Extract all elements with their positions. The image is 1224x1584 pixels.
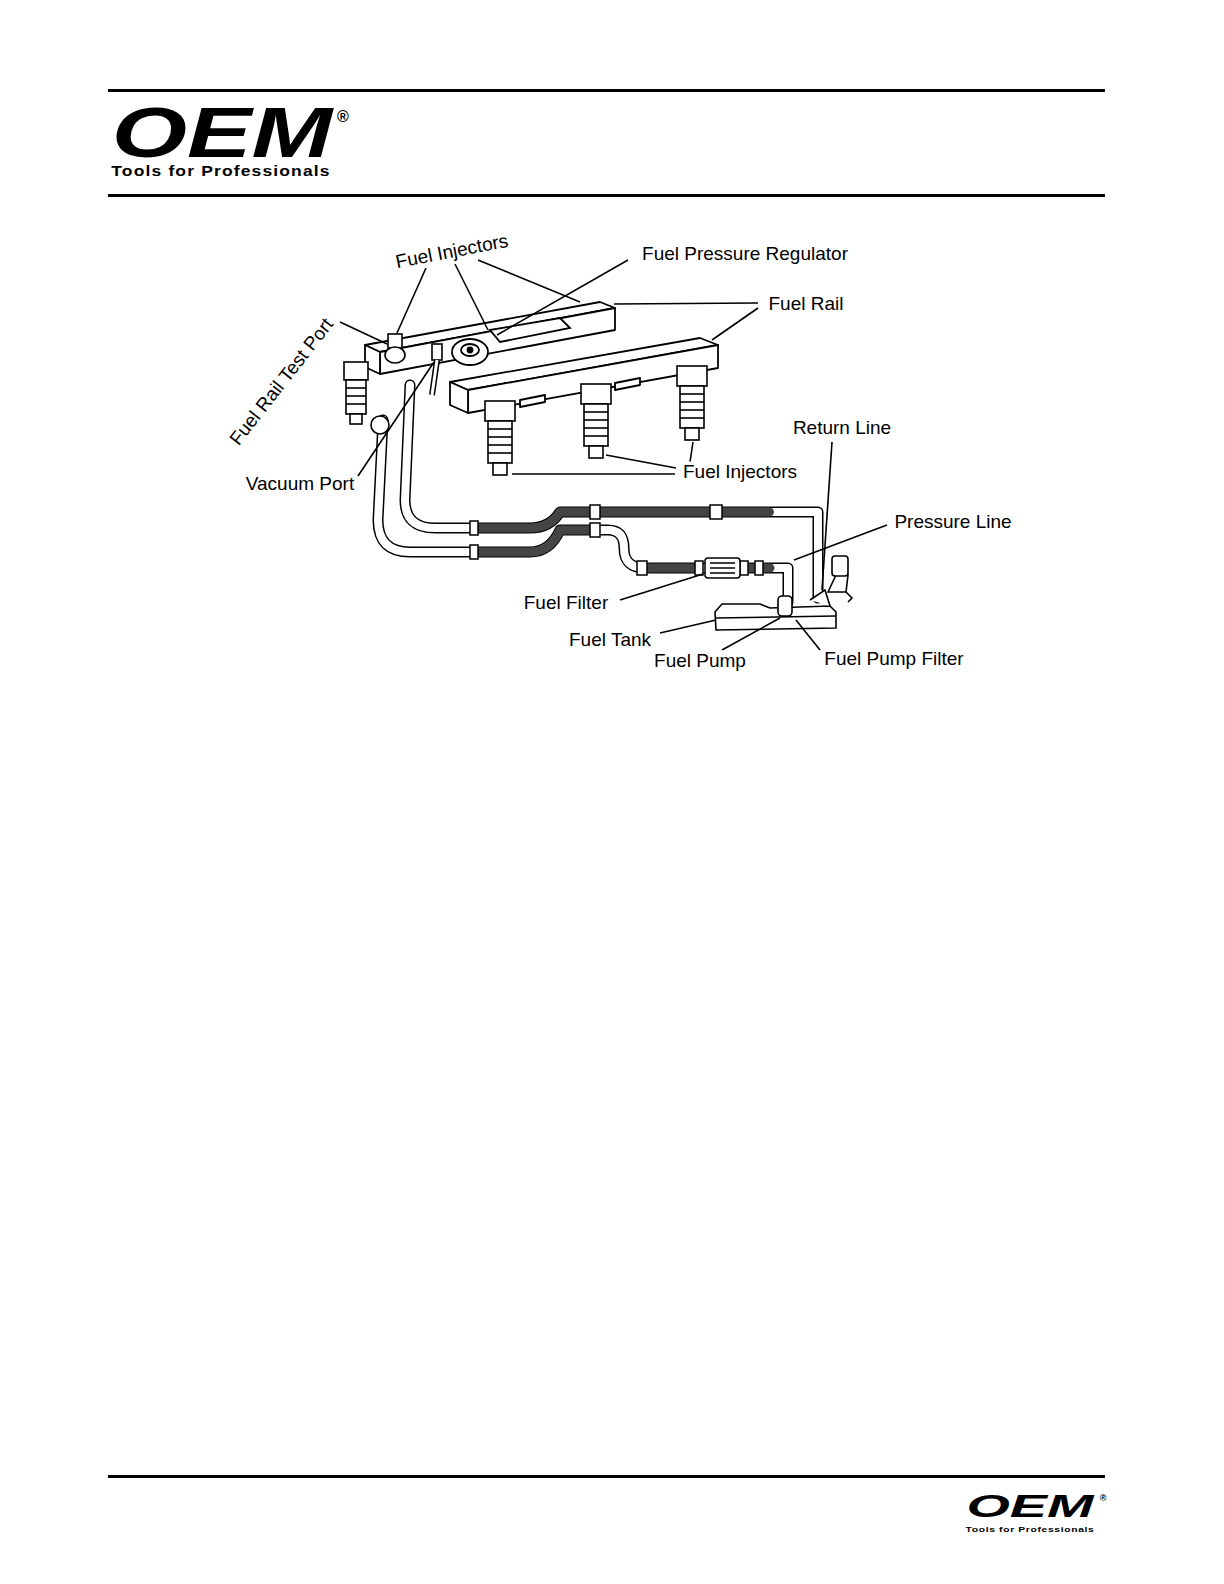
footer-rule <box>108 1475 1105 1478</box>
part-label: Return Line <box>791 418 893 439</box>
fuel-hoses <box>378 385 818 602</box>
part-label: Pressure Line <box>892 512 1013 533</box>
registered-mark: ® <box>335 108 351 126</box>
fuel-pressure-regulator <box>452 318 570 365</box>
part-label: Fuel Pump <box>652 651 748 672</box>
registered-mark: ® <box>1098 1494 1109 1504</box>
fuel-tank <box>715 556 852 630</box>
logo-text: OEM <box>963 1489 1097 1524</box>
leader-lines <box>340 260 887 650</box>
fuel-filter <box>705 558 740 578</box>
part-label: Fuel Pump Filter <box>822 649 965 670</box>
logo-text: OEM <box>109 95 335 172</box>
logo-tagline: Tools for Professionals <box>109 163 333 180</box>
part-label: Fuel Rail Test Port <box>225 313 339 451</box>
part-label: Fuel Tank <box>567 630 653 651</box>
fuel-injector <box>485 366 707 475</box>
logo-tagline: Tools for Professionals <box>963 1526 1097 1535</box>
header-rule <box>108 89 1105 92</box>
part-label: Fuel Injectors <box>681 462 799 483</box>
part-label: Fuel Filter <box>522 593 610 614</box>
part-label: Vacuum Port <box>244 474 356 495</box>
part-label: Fuel Pressure Regulator <box>640 244 850 265</box>
part-label: Fuel Injectors <box>392 230 512 273</box>
part-label: Fuel Rail <box>767 294 846 315</box>
header-rule <box>108 194 1105 197</box>
ports <box>385 344 442 395</box>
